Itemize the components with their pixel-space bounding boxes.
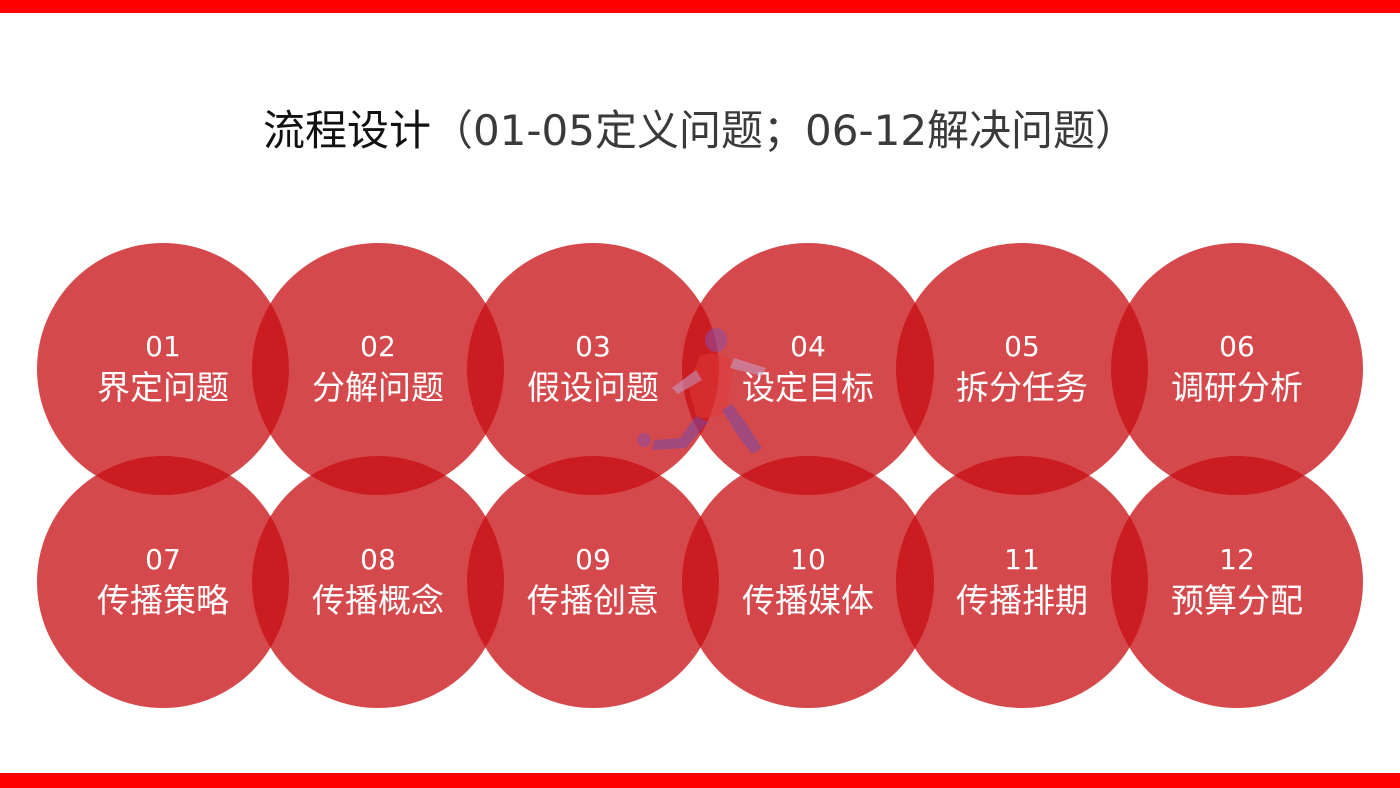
step-number: 01 [145,330,181,363]
step-label: 拆分任务 [956,368,1088,407]
step-circle-11: 11 传播排期 [896,456,1148,708]
step-number: 12 [1219,543,1255,576]
step-label: 预算分配 [1171,581,1303,620]
step-circle-07: 07 传播策略 [37,456,289,708]
step-number: 09 [575,543,611,576]
step-number: 05 [1004,330,1040,363]
step-number: 02 [360,330,396,363]
step-label: 传播排期 [956,581,1088,620]
title-main: 流程设计 [262,106,431,155]
step-number: 10 [790,543,826,576]
step-number: 07 [145,543,181,576]
step-number: 08 [360,543,396,576]
step-label: 界定问题 [97,368,229,407]
step-label: 传播媒体 [742,581,874,620]
step-circle-01: 01 界定问题 [37,243,289,495]
page-title: 流程设计（01-05定义问题；06-12解决问题） [0,103,1400,159]
step-circle-02: 02 分解问题 [252,243,504,495]
step-circle-08: 08 传播概念 [252,456,504,708]
step-label: 分解问题 [312,368,444,407]
step-circle-05: 05 拆分任务 [896,243,1148,495]
step-circle-09: 09 传播创意 [467,456,719,708]
step-number: 11 [1004,543,1040,576]
step-label: 传播创意 [527,581,659,620]
step-number: 04 [790,330,826,363]
title-subtitle: （01-05定义问题；06-12解决问题） [430,106,1138,155]
step-circle-10: 10 传播媒体 [682,456,934,708]
step-label: 设定目标 [742,368,874,407]
step-label: 传播策略 [97,581,229,620]
step-circle-06: 06 调研分析 [1111,243,1363,495]
step-circle-03: 03 假设问题 [467,243,719,495]
step-label: 调研分析 [1171,368,1303,407]
step-number: 03 [575,330,611,363]
bottom-accent-bar [0,773,1400,788]
step-number: 06 [1219,330,1255,363]
step-label: 传播概念 [312,581,444,620]
step-label: 假设问题 [527,368,659,407]
top-accent-bar [0,0,1400,13]
step-circle-12: 12 预算分配 [1111,456,1363,708]
